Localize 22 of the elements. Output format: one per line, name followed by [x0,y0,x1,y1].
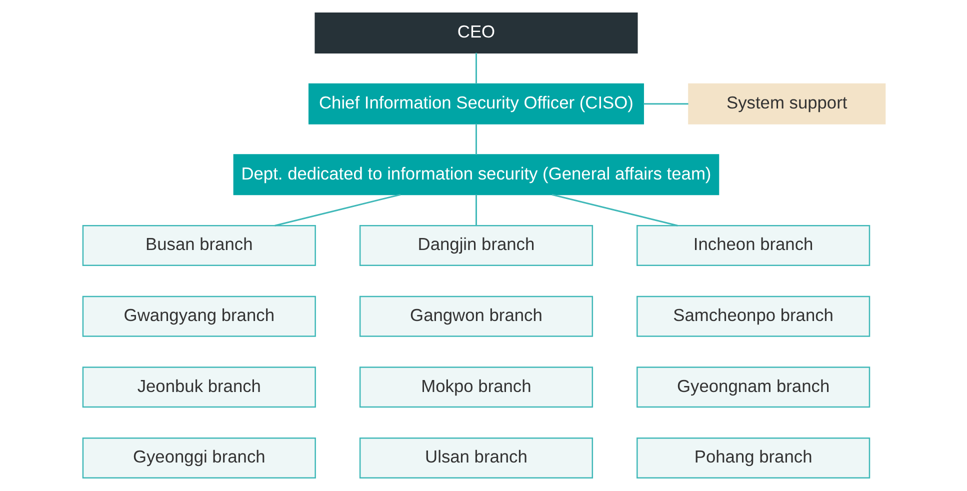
node-box: Gwangyang branch [82,296,316,337]
connector [274,194,400,226]
node-box: Gyeongnam branch [636,366,870,408]
node-box: Mokpo branch [358,366,593,408]
node-box: CEO [314,12,638,54]
node-box: Ulsan branch [358,437,593,478]
node-box: Dangjin branch [358,225,593,266]
connector [475,124,476,155]
connector [551,194,678,226]
node-box: Incheon branch [636,225,870,266]
node-box: Gangwon branch [358,296,593,337]
node-box: Busan branch [82,225,316,266]
node-box: Chief Information Security Officer (CISO) [308,83,644,124]
node-box: System support [688,83,886,124]
node-box: Gyeonggi branch [82,437,316,478]
node-box: Pohang branch [636,437,870,478]
connector [475,52,476,84]
connector [475,194,476,226]
node-box: Dept. dedicated to information security (General affairs team) [232,154,719,196]
node-box: Samcheonpo branch [636,296,870,337]
node-box: Jeonbuk branch [82,366,316,408]
connector [643,103,688,105]
